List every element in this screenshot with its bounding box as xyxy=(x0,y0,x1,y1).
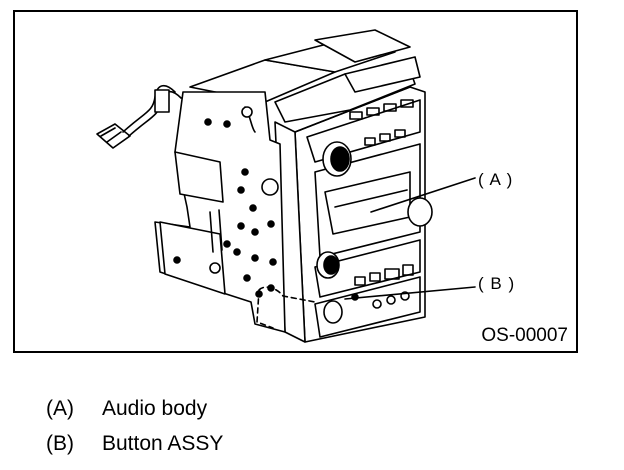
side-bracket xyxy=(154,91,286,333)
legend-key-b: (B) xyxy=(46,432,74,455)
leader-line-b xyxy=(344,286,476,300)
callout-b-label: ( B ) xyxy=(478,274,516,293)
audio-unit-drawing xyxy=(96,29,476,343)
callout-a-label: ( A ) xyxy=(478,170,514,189)
leader-line-a xyxy=(370,177,476,213)
legend-key-a: (A) xyxy=(46,397,74,420)
figure-code: OS-00007 xyxy=(481,325,568,346)
audio-body xyxy=(274,86,433,343)
button-assy-outline xyxy=(256,286,316,329)
wire-harness xyxy=(96,84,256,149)
figure-frame: ( A ) ( B ) OS-00007 xyxy=(13,10,578,353)
legend-text-a: Audio body xyxy=(102,397,208,420)
legend-item-b: (B) Button ASSY xyxy=(46,432,223,456)
legend-text-b: Button ASSY xyxy=(102,432,224,455)
legend-item-a: (A) Audio body xyxy=(46,397,207,421)
